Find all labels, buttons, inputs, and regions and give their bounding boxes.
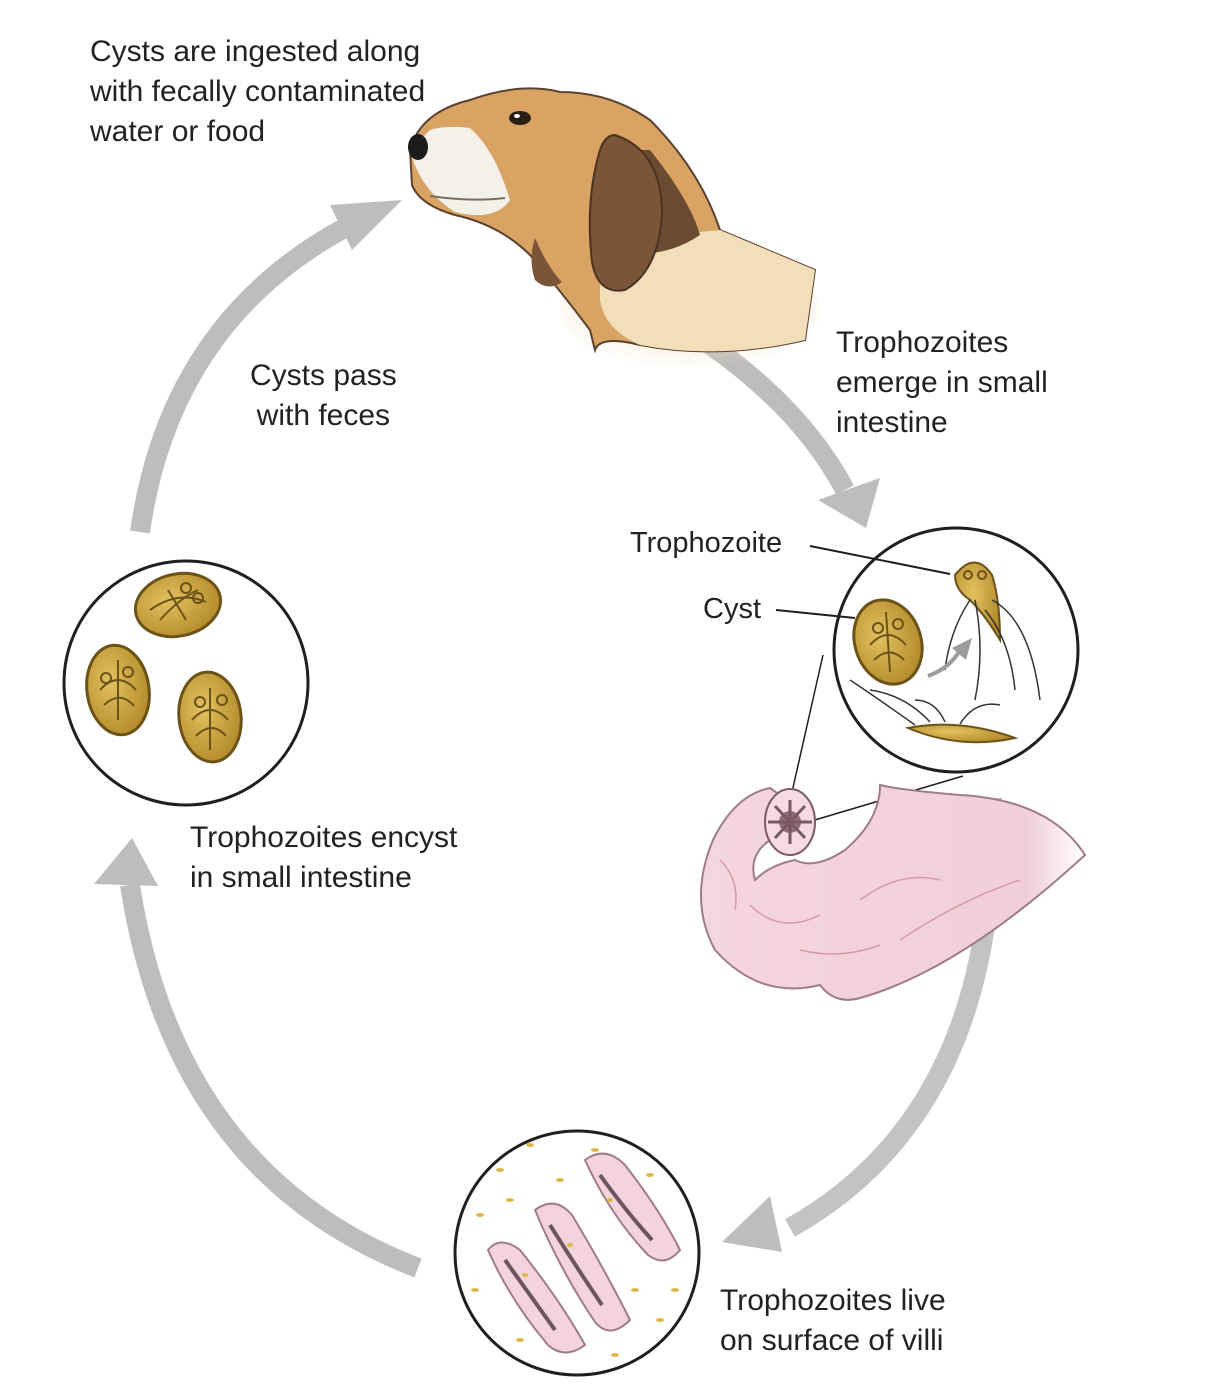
cysts-circle xyxy=(62,559,310,807)
step-pass-line: Cysts pass xyxy=(250,359,397,392)
arrow-villi-to-encyst xyxy=(94,838,422,1278)
cyst-egg xyxy=(133,571,223,639)
step-emerge-line: intestine xyxy=(836,406,948,439)
trophozoite-side-view xyxy=(849,679,1019,744)
cyst-callout-label: Cyst xyxy=(703,593,761,625)
small-intestine-illustration xyxy=(700,783,1087,1001)
cyst-egg xyxy=(177,670,243,764)
step-villi-label: Trophozoites live on surface of villi xyxy=(720,1281,946,1361)
step-pass-label: Cysts pass with feces xyxy=(250,356,397,436)
trophozoite-cyst-circle xyxy=(832,526,1080,774)
villi-circle xyxy=(453,1129,701,1377)
cyst-egg xyxy=(852,598,924,686)
trophozoite-organism xyxy=(944,561,1041,701)
zoom-line-left xyxy=(791,654,824,793)
step-villi-line: on surface of villi xyxy=(720,1324,944,1357)
step-encyst-label: Trophozoites encyst in small intestine xyxy=(190,818,457,898)
step-pass-line: with feces xyxy=(256,399,391,432)
step-encyst-line: in small intestine xyxy=(190,861,412,894)
step-emerge-line: Trophozoites xyxy=(836,326,1009,359)
step-ingest-line: Cysts are ingested along xyxy=(90,35,421,68)
trophozoite-callout-line xyxy=(809,545,951,575)
transformation-arrow xyxy=(927,638,972,678)
cyst-callout-line xyxy=(775,609,856,619)
step-emerge-line: emerge in small xyxy=(836,366,1048,399)
arrow-pass-to-ingest xyxy=(130,200,402,534)
step-emerge-label: Trophozoites emerge in small intestine xyxy=(836,323,1048,443)
step-ingest-label: Cysts are ingested along with fecally co… xyxy=(90,32,425,152)
trophozoite-callout-label: Trophozoite xyxy=(630,527,783,559)
step-villi-line: Trophozoites live xyxy=(720,1284,946,1317)
cyst-egg xyxy=(85,643,151,737)
step-encyst-line: Trophozoites encyst xyxy=(190,821,458,854)
dog-head-illustration xyxy=(408,87,820,370)
step-ingest-line: with fecally contaminated xyxy=(90,75,426,108)
step-ingest-line: water or food xyxy=(90,115,266,148)
